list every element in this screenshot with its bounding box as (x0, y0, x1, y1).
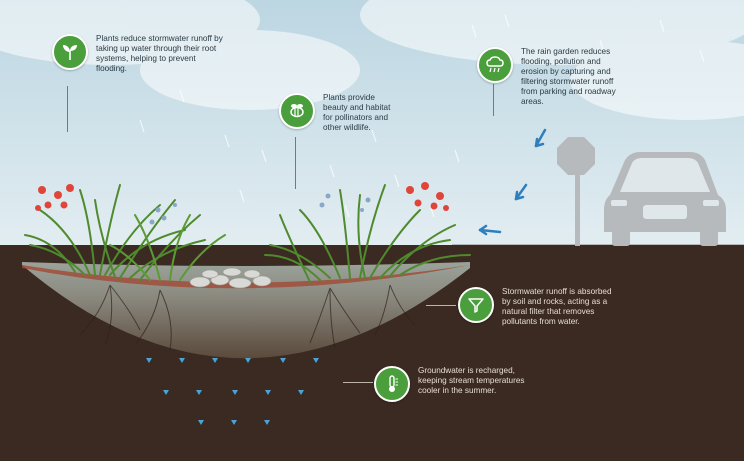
bee-icon (279, 93, 315, 129)
callout-groundwater: Groundwater is recharged, keeping stream… (374, 366, 536, 402)
funnel-icon (458, 287, 494, 323)
callout-roots-text: Plants reduce stormwater runoff by takin… (96, 34, 223, 73)
callout-pollinators: Plants provide beauty and habitat for po… (279, 93, 395, 133)
stop-sign-post (575, 170, 580, 246)
rain-cloud-icon (477, 47, 513, 83)
callout-line-roots (67, 86, 68, 132)
grass-clump-right (264, 184, 471, 283)
rocks (189, 267, 272, 289)
roots (79, 284, 416, 351)
car-details (611, 200, 719, 219)
car-windshield (620, 158, 710, 192)
callout-filter-text: Stormwater runoff is absorbed by soil an… (502, 287, 612, 326)
callout-rain-garden-text: The rain garden reduces flooding, pollut… (521, 47, 616, 106)
callout-line-filter (426, 305, 456, 306)
callout-roots: Plants reduce stormwater runoff by takin… (52, 34, 224, 74)
runoff-arrows (478, 128, 547, 236)
infiltration-arrows (146, 358, 319, 425)
callout-line-pollinators (295, 137, 296, 189)
callout-filter: Stormwater runoff is absorbed by soil an… (458, 287, 622, 327)
soil-under-road (452, 257, 744, 461)
grass-clump-mid (109, 214, 226, 281)
blue-flowers (149, 193, 371, 225)
callout-line-groundwater (343, 382, 373, 383)
grass-clump-left (24, 184, 206, 281)
rain-streaks (139, 14, 705, 218)
callout-pollinators-text: Plants provide beauty and habitat for po… (323, 93, 391, 132)
garden-bowl (22, 262, 470, 359)
gravel-layer (22, 265, 470, 289)
stop-sign (557, 137, 595, 175)
callout-groundwater-text: Groundwater is recharged, keeping stream… (418, 366, 525, 395)
callout-line-rain-garden (493, 84, 494, 116)
sprout-icon (52, 34, 88, 70)
callout-rain-garden: The rain garden reduces flooding, pollut… (477, 47, 627, 107)
thermometer-icon (374, 366, 410, 402)
red-flowers (35, 182, 449, 211)
